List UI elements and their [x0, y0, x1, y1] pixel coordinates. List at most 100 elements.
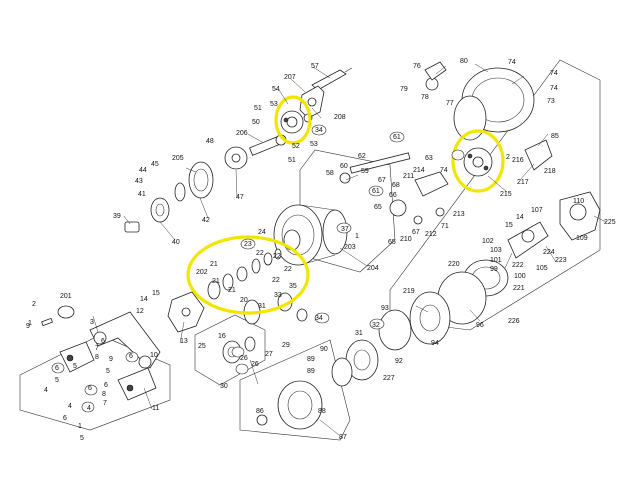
- screw-1: [41, 317, 53, 327]
- callout-label: 74: [550, 85, 558, 92]
- callout-label: 61: [393, 134, 401, 141]
- callout-label: 89: [307, 368, 315, 375]
- idle-gear-assembly-53: [280, 110, 313, 134]
- callout-label: 31: [258, 303, 266, 310]
- callout-label: 44: [139, 167, 147, 174]
- callout-label: 59: [361, 168, 369, 175]
- callout-label: 226: [508, 318, 520, 325]
- callout-label: 47: [236, 194, 244, 201]
- highlight-bearing-stack: [186, 235, 310, 315]
- callout-label: 5: [55, 377, 59, 384]
- drag-star-218: [524, 139, 553, 171]
- drag-cover-201: [57, 305, 75, 319]
- callout-label: 39: [113, 213, 121, 220]
- callout-label: 107: [531, 207, 543, 214]
- callout-label: 80: [460, 58, 468, 65]
- callout-label: 62: [358, 153, 366, 160]
- callout-label: 34: [315, 127, 323, 134]
- handle-arm-10: [89, 311, 161, 369]
- bearing-washer-stack-21: [207, 248, 282, 300]
- callout-label: 101: [490, 257, 502, 264]
- callout-label: 86: [256, 408, 264, 415]
- callout-label: 42: [202, 217, 210, 224]
- callout-label: 65: [388, 239, 396, 246]
- callout-label: 10: [150, 352, 158, 359]
- callout-label: 29: [282, 342, 290, 349]
- spool-24: [273, 204, 348, 266]
- callout-label: 53: [310, 141, 318, 148]
- callout-label: 78: [421, 94, 429, 101]
- callout-label: 22: [273, 253, 281, 260]
- callout-label: 6: [104, 382, 108, 389]
- callout-label: 7: [103, 400, 107, 407]
- callout-label: 5: [106, 368, 110, 375]
- callout-label: 217: [517, 179, 529, 186]
- callout-label: 45: [151, 161, 159, 168]
- callout-label: 11: [152, 405, 159, 412]
- callout-label: 94: [431, 340, 439, 347]
- callout-label: 90: [320, 346, 328, 353]
- callout-label: 74: [508, 59, 516, 66]
- callout-label: 9: [26, 323, 30, 330]
- callout-label: 92: [395, 358, 403, 365]
- callout-label: 206: [236, 130, 248, 137]
- callout-label: 89: [307, 356, 315, 363]
- callout-label: 13: [180, 338, 188, 345]
- callout-label: 205: [172, 155, 184, 162]
- callout-label: 27: [265, 351, 273, 358]
- group-outline-30: [194, 314, 266, 386]
- callout-label: 4: [68, 403, 72, 410]
- bushing-39: [124, 221, 140, 233]
- callout-label: 208: [334, 114, 346, 121]
- callout-label: 12: [136, 308, 144, 315]
- bearing-housing-227: [331, 339, 379, 387]
- callout-label: 22: [256, 250, 264, 257]
- callout-label: 61: [372, 188, 380, 195]
- callout-label: 109: [576, 235, 588, 242]
- callout-label: 21: [212, 278, 220, 285]
- callout-label: 15: [505, 222, 513, 229]
- callout-label: 4: [44, 387, 48, 394]
- callout-label: 227: [383, 375, 395, 382]
- callout-label: 222: [512, 262, 524, 269]
- callout-label: 6: [63, 415, 67, 422]
- callout-label: 100: [514, 273, 526, 280]
- highlight-idle-gear: [274, 95, 312, 145]
- callout-label: 15: [152, 290, 160, 297]
- callout-label: 51: [254, 105, 262, 112]
- callout-label: 213: [453, 211, 465, 218]
- leader-lines: [92, 63, 607, 436]
- callout-label: 218: [544, 168, 556, 175]
- star-drag-13: [167, 291, 205, 333]
- callout-label: 40: [172, 239, 180, 246]
- callout-label: 22: [284, 266, 292, 273]
- circled-callouts: [51, 124, 465, 413]
- callout-label: 76: [413, 63, 421, 70]
- handle-knob-lower: [117, 367, 157, 401]
- callout-label: 14: [140, 296, 148, 303]
- callout-label: 88: [318, 408, 326, 415]
- callout-label: 102: [482, 238, 494, 245]
- callout-label: 71: [441, 223, 449, 230]
- sprocket-47: [224, 146, 248, 170]
- frame-bracket-207: [299, 85, 325, 119]
- callout-label: 6: [129, 353, 133, 360]
- main-gear-205: [174, 161, 214, 202]
- callout-label: 99: [490, 266, 498, 273]
- callout-label: 103: [490, 247, 502, 254]
- callout-label: 7: [95, 345, 99, 352]
- level-wind-worm-62: [339, 152, 411, 184]
- callout-label: 16: [218, 333, 226, 340]
- handle-knob-upper: [59, 341, 95, 373]
- callout-label: 43: [135, 178, 143, 185]
- callout-label: 85: [551, 133, 559, 140]
- cast-control-cap-88: [256, 380, 323, 430]
- callout-label: 6: [101, 338, 105, 345]
- callout-label: 203: [344, 244, 356, 251]
- callout-label: 26: [251, 361, 259, 368]
- callout-label: 73: [547, 98, 555, 105]
- callout-label: 8: [102, 391, 106, 398]
- callout-label: 54: [272, 86, 280, 93]
- callout-label: 63: [425, 155, 433, 162]
- callout-label: 216: [512, 157, 524, 164]
